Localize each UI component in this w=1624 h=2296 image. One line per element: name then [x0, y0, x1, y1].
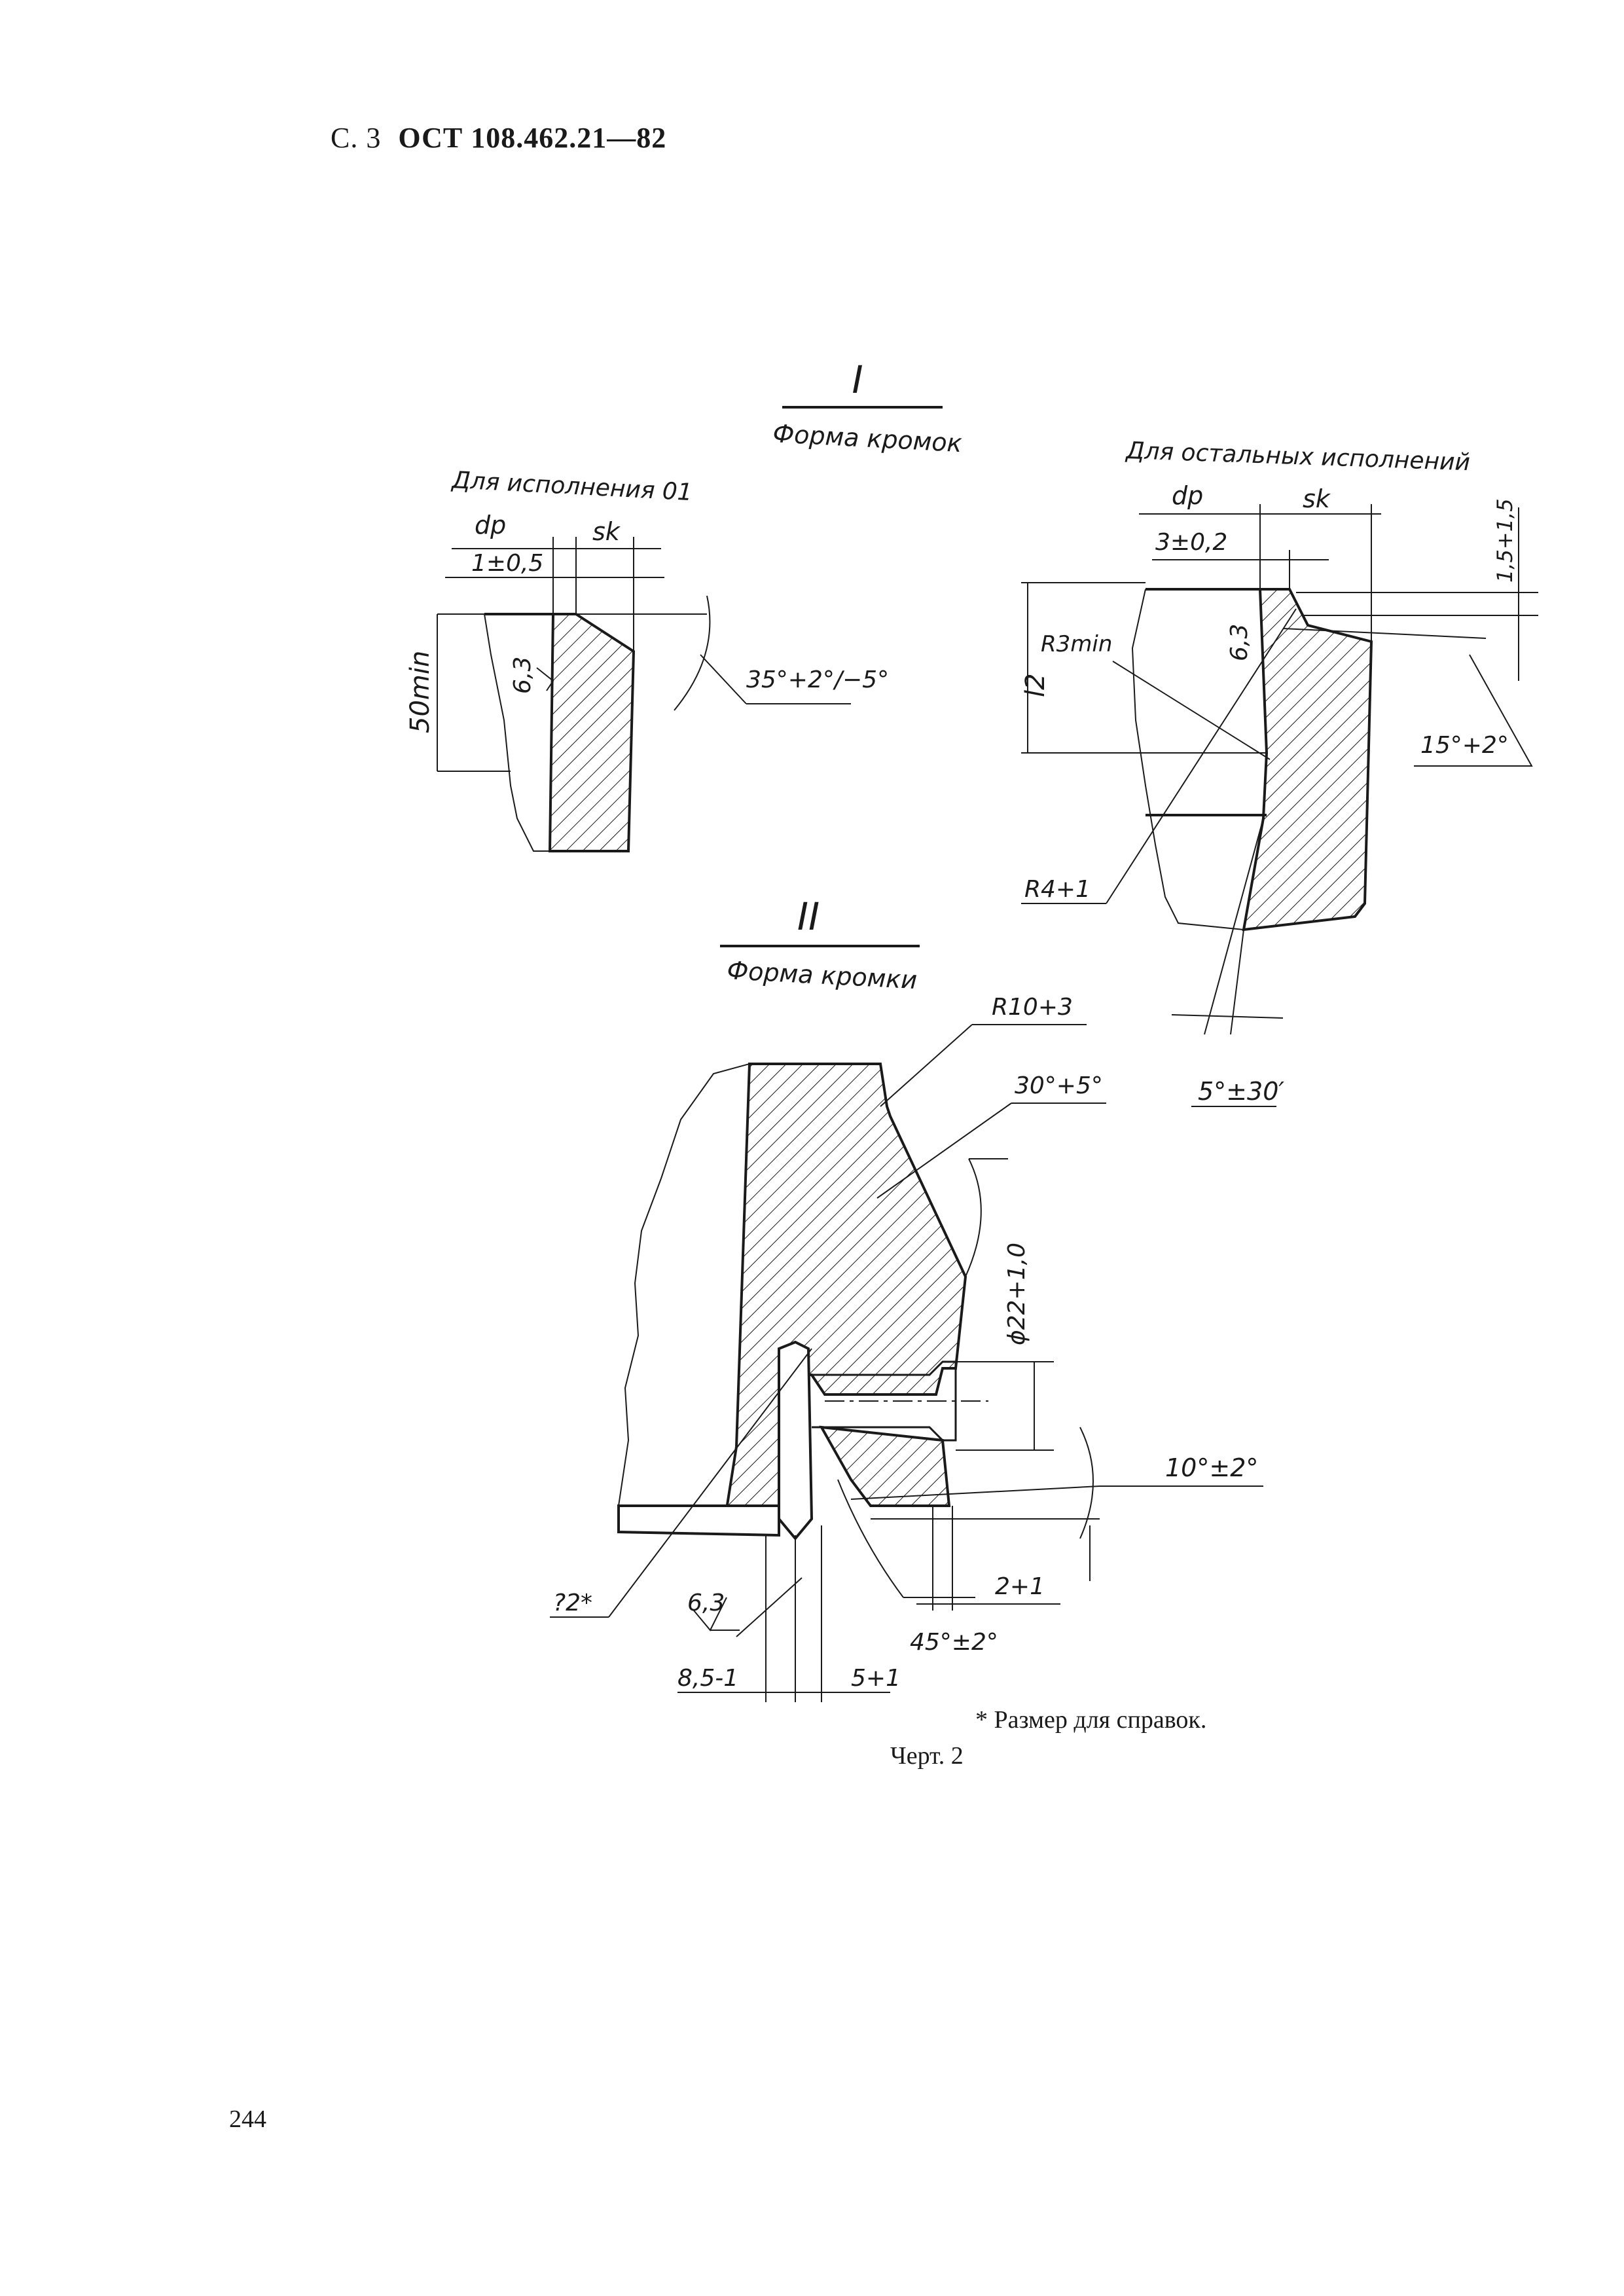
- dim-sk-right: sk: [1303, 484, 1331, 513]
- dim-angle-right: 15°+2°: [1420, 732, 1509, 759]
- other-variants-wall: [1242, 588, 1373, 932]
- dim-two: 2+1: [995, 1573, 1045, 1600]
- footnote: * Размер для справок.: [975, 1706, 1207, 1734]
- view-ii-numeral: II: [797, 894, 820, 939]
- page-label: С. 3: [331, 122, 382, 154]
- view-i-heading: I Форма кромок: [772, 357, 963, 458]
- dim-offset-left: 1±0,5: [471, 550, 543, 577]
- page-header: С. 3 ОСТ 108.462.21—82: [331, 121, 666, 155]
- dim-five: 5+1: [851, 1665, 901, 1692]
- dim-dp-right: dp: [1172, 481, 1203, 510]
- view-i-title: Форма кромок: [772, 419, 963, 458]
- dim-roughness-ii: 6,3: [687, 1590, 725, 1616]
- view-ii-title: Форма кромки: [727, 956, 918, 994]
- dim-step: 1,5+1,5: [1492, 498, 1517, 583]
- dim-reference: ?2*: [553, 1590, 592, 1616]
- dim-l2: l2: [1020, 673, 1051, 697]
- dim-r10: R10+3: [992, 994, 1073, 1021]
- dim-roughness-left: 6,3: [509, 657, 536, 694]
- variant-01-wall: [548, 613, 636, 852]
- dim-angle-left: 35°+2°/−5°: [746, 666, 889, 693]
- detail-other-variants: Для остальных исполнений dp sk 3±0,2 l2 …: [1020, 437, 1538, 1107]
- view-ii-heading: II Форма кромки: [720, 894, 920, 994]
- dim-dp-left: dp: [475, 511, 506, 539]
- page-number: 244: [229, 2105, 266, 2133]
- figure-caption: Черт. 2: [890, 1742, 964, 1770]
- dim-angle30: 30°+5°: [1015, 1072, 1103, 1099]
- dim-angle10: 10°±2°: [1165, 1453, 1258, 1482]
- dim-taper: 5°±30′: [1198, 1077, 1284, 1106]
- standard-number: ОСТ 108.462.21—82: [398, 122, 667, 154]
- view-i-numeral: I: [852, 357, 863, 402]
- dim-eight: 8,5-1: [677, 1665, 738, 1692]
- dim-r4: R4+1: [1024, 876, 1091, 903]
- detail-variant-01: Для исполнения 01 dp sk 1±0,5 50min 6,3 …: [405, 467, 889, 852]
- detail-view-ii: R10+3 30°+5° ϕ22+1,0 10°±2° 2+1 45°±2° 5…: [550, 994, 1263, 1702]
- other-variants-caption: Для остальных исполнений: [1125, 437, 1471, 476]
- variant-01-caption: Для исполнения 01: [450, 467, 693, 506]
- dim-sk-left: sk: [592, 517, 621, 546]
- dim-diameter: ϕ22+1,0: [1003, 1243, 1030, 1345]
- dim-r3: R3min: [1041, 631, 1112, 657]
- dim-offset-right: 3±0,2: [1155, 529, 1227, 556]
- dim-roughness-right: 6,3: [1226, 624, 1253, 661]
- dim-height-left: 50min: [405, 651, 435, 733]
- dim-angle45: 45°±2°: [910, 1629, 998, 1656]
